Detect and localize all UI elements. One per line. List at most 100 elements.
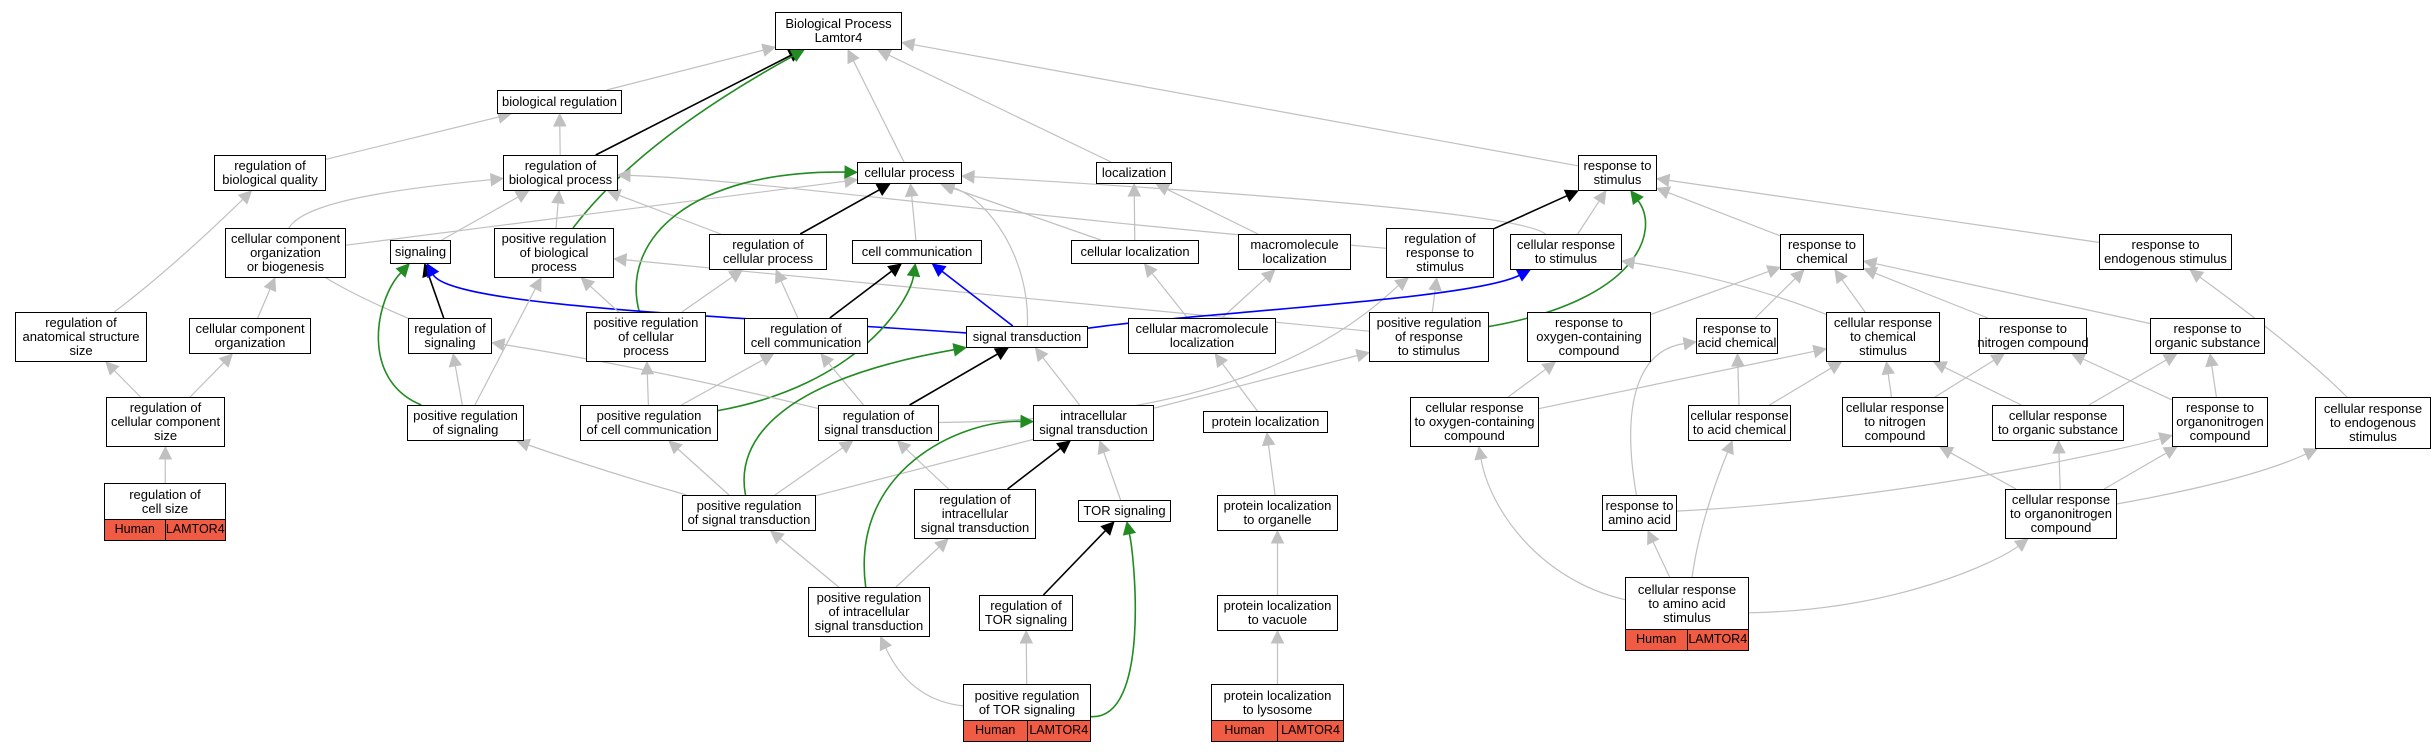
arrowhead-regis-to-intrasig (1056, 440, 1071, 455)
edge-posregtor-to-posregis (885, 647, 964, 707)
edge-posregtor-to-torsig (1090, 533, 1137, 718)
go-term-node-bioreg[interactable]: biological regulation (497, 90, 622, 114)
go-term-label-line: regulation of (129, 400, 202, 415)
edge-posregcc-to-posregcp (646, 373, 649, 406)
go-term-node-loc[interactable]: localization (1096, 162, 1172, 184)
edge-regcp-to-cellproc (799, 189, 880, 235)
go-term-label-line: cellular macromolecule (1135, 321, 1269, 336)
go-term-label-line: intracellular (1060, 408, 1127, 423)
go-term-node-sigtrans[interactable]: signal transduction (966, 326, 1088, 348)
edge-respnitro-to-respchem (1874, 272, 1989, 319)
edge-cellrespnitro-to-cellrespchem (1887, 373, 1893, 398)
go-term-label-line: localization (1169, 335, 1235, 350)
go-term-node-cellcomm[interactable]: cell communication (852, 240, 982, 264)
go-term-label-line: regulation of (1404, 231, 1476, 246)
edge-protlocorg-to-protloc (1267, 444, 1276, 496)
go-term-node-protloc[interactable]: protein localization (1203, 411, 1328, 433)
go-term-label-line: process (531, 259, 577, 274)
go-term-label-line: Lamtor4 (814, 30, 863, 45)
go-term-label: localization (1097, 163, 1171, 183)
edge-posregis-to-intrasig (863, 420, 1022, 588)
arrowhead-regcc-to-cellcomm (887, 263, 902, 277)
go-term-node-signaling[interactable]: signaling (390, 240, 451, 264)
go-term-label: cellular localization (1072, 241, 1198, 263)
arrowhead-respaa-to-respacid (1682, 336, 1698, 351)
arrowhead-regccs-to-cco (218, 353, 234, 368)
go-term-node-cellproc[interactable]: cellular process (857, 162, 962, 184)
edge-regcc-to-regcp (780, 280, 799, 319)
go-term-node-cellloc[interactable]: cellular localization (1071, 240, 1199, 264)
edge-signaling-to-regbp (441, 196, 519, 241)
go-term-label-line: positive regulation (696, 498, 802, 513)
edge-regccs-to-cco (189, 362, 225, 398)
arrowhead-protlocvac-to-protlocorg (1270, 529, 1285, 544)
go-term-label-line: or biogenesis (246, 259, 325, 274)
go-term-label-line: biological regulation (502, 94, 617, 109)
edge-posregst-to-posregsig (528, 444, 687, 496)
go-term-label-line: positive regulation (974, 687, 1080, 703)
edge-cellrespchem-to-respchem (1841, 279, 1866, 313)
go-term-label-line: stimulus (1416, 259, 1464, 274)
go-term-node-torsig[interactable]: TOR signaling (1078, 500, 1171, 522)
edge-cellresporgnitro-to-cellrespendo (2116, 453, 2307, 505)
arrowhead-cellloc-to-loc (1127, 182, 1142, 197)
arrowhead-protlocorg-to-protloc (1261, 431, 1276, 447)
edge-regbq-to-bioreg (325, 116, 500, 160)
edge-resporg-to-respchem (1875, 263, 2151, 325)
edge-regccs-to-regas (113, 370, 142, 398)
